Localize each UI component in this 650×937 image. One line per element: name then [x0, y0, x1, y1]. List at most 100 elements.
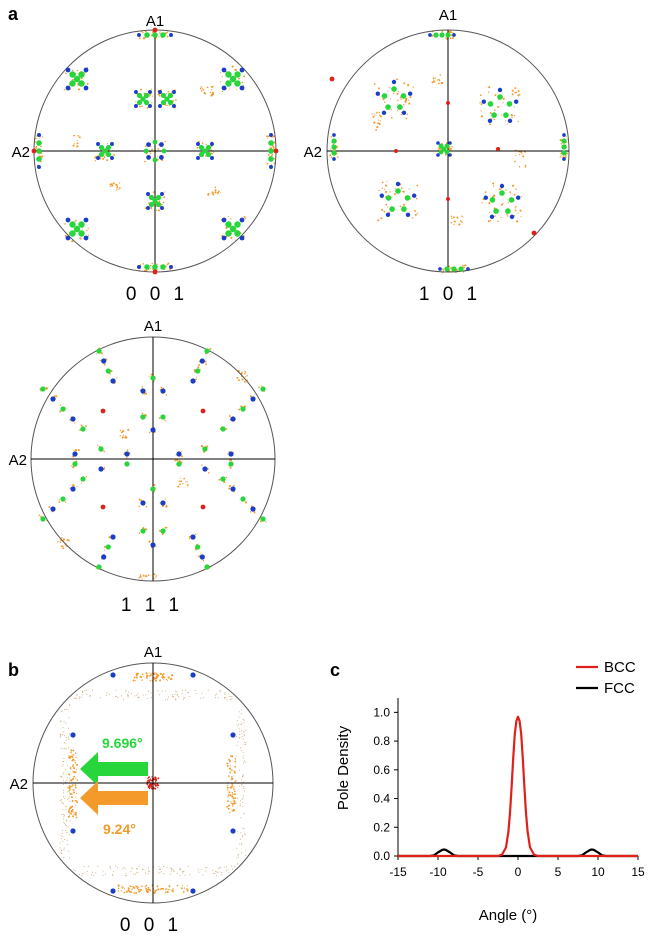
scatter-point	[60, 835, 62, 837]
pole-green	[389, 206, 395, 212]
scatter-point	[73, 791, 76, 794]
scatter-point	[135, 674, 138, 677]
scatter-point	[62, 814, 64, 816]
x-tick-label: 0	[515, 865, 522, 879]
scatter-point	[217, 871, 219, 873]
pole-green	[220, 476, 226, 482]
scatter-point	[184, 874, 186, 876]
scatter-point	[127, 694, 129, 696]
scatter-point	[233, 793, 236, 796]
scatter-point	[241, 852, 243, 854]
scatter-point	[208, 471, 210, 474]
scatter-point	[59, 842, 61, 844]
scatter-point	[166, 866, 168, 868]
scatter-point	[61, 852, 62, 854]
miller-index-label: 1 0 1	[419, 284, 481, 305]
scatter-point	[132, 886, 135, 888]
scatter-point	[74, 219, 77, 222]
scatter-point	[147, 786, 149, 788]
pole-blue	[124, 451, 130, 457]
scatter-point	[166, 35, 169, 38]
scatter-point	[127, 695, 129, 697]
scatter-point	[205, 143, 208, 146]
scatter-point	[68, 850, 70, 852]
scatter-point	[73, 813, 75, 815]
scatter-point	[104, 154, 106, 156]
scatter-point	[237, 830, 239, 832]
scatter-point	[171, 869, 173, 871]
pole-blue	[230, 416, 236, 422]
scatter-point	[187, 865, 189, 867]
scatter-point	[186, 885, 188, 887]
panel-label-c: c	[330, 660, 340, 680]
scatter-point	[184, 481, 187, 483]
scatter-point	[150, 145, 152, 147]
scatter-point	[245, 744, 247, 746]
scatter-point	[188, 538, 191, 540]
scatter-point	[176, 884, 179, 887]
scatter-point	[66, 839, 68, 841]
scatter-point	[414, 213, 417, 216]
scatter-point	[244, 760, 246, 762]
scatter-point	[245, 849, 247, 851]
scatter-point	[74, 786, 77, 789]
scatter-point	[169, 678, 172, 681]
pole-red	[394, 149, 398, 153]
scatter-point	[76, 146, 78, 148]
scatter-point	[71, 784, 74, 786]
scatter-point	[234, 865, 236, 867]
pole-green	[148, 194, 155, 201]
scatter-point	[153, 778, 156, 781]
scatter-point	[240, 730, 242, 732]
scatter-point	[245, 761, 247, 763]
scatter-point	[63, 88, 66, 91]
pole-green	[229, 225, 237, 233]
scatter-point	[517, 212, 519, 214]
scatter-point	[234, 760, 237, 763]
scatter-point	[74, 796, 76, 798]
scatter-point	[463, 271, 465, 273]
scatter-point	[241, 378, 244, 381]
pole-red	[446, 197, 450, 201]
pole-green	[69, 71, 76, 78]
scatter-point	[148, 787, 151, 790]
scatter-point	[125, 691, 127, 693]
pole-blue	[134, 104, 138, 108]
pole-blue	[146, 206, 150, 210]
scatter-point	[492, 185, 495, 187]
pole-blue	[70, 416, 76, 422]
scatter-point	[271, 153, 274, 156]
scatter-point	[80, 696, 82, 698]
scatter-point	[385, 184, 388, 187]
scatter-point	[143, 676, 145, 678]
scatter-point	[201, 869, 203, 871]
scatter-point	[241, 732, 243, 734]
scatter-point	[139, 890, 141, 893]
scatter-point	[228, 805, 230, 807]
y-tick-label: 0.0	[373, 849, 390, 863]
scatter-point	[150, 88, 152, 90]
scatter-point	[515, 154, 517, 156]
scatter-point	[60, 852, 62, 854]
scatter-point	[224, 692, 226, 694]
pole-green	[205, 144, 212, 151]
scatter-point	[241, 736, 243, 738]
scatter-point	[150, 783, 153, 786]
left-axis-label: A2	[12, 144, 30, 161]
scatter-point	[393, 193, 396, 196]
y-axis-title: Pole Density	[335, 725, 352, 810]
scatter-point	[63, 857, 65, 859]
scatter-point	[72, 466, 75, 469]
pole-green	[198, 151, 205, 158]
scatter-point	[204, 360, 207, 363]
scatter-point	[329, 154, 332, 157]
scatter-point	[70, 811, 72, 813]
pole-blue	[332, 157, 336, 161]
scatter-point	[494, 215, 496, 217]
orange-angle-label: 9.24°	[103, 821, 136, 837]
scatter-point	[174, 459, 177, 462]
scatter-point	[438, 80, 441, 82]
scatter-point	[94, 156, 97, 159]
pole-blue	[140, 388, 146, 394]
scatter-point	[378, 122, 381, 125]
